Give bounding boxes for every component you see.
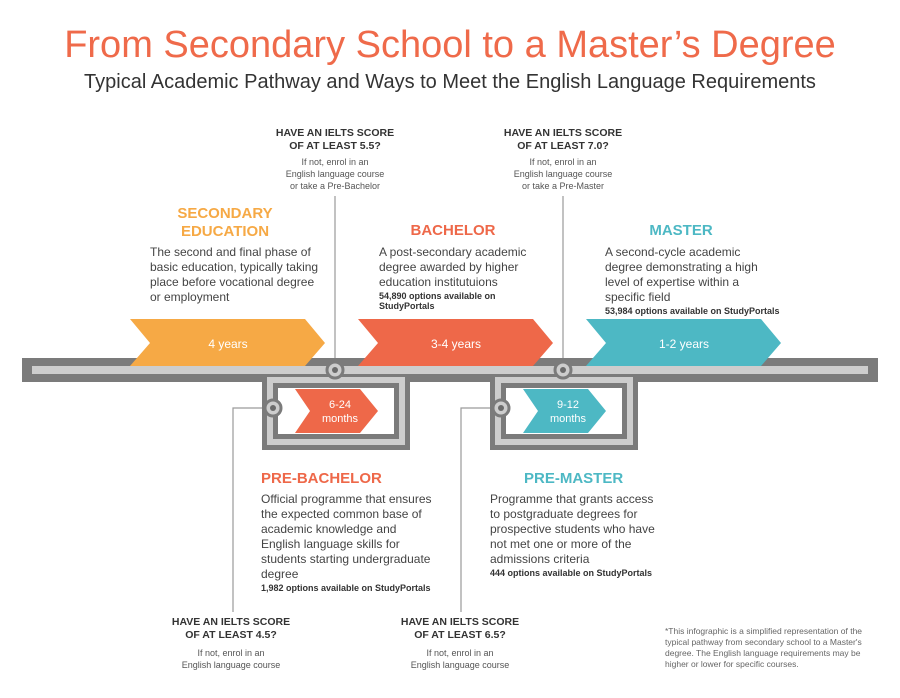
pre-bachelor-duration: 6-24 [329,399,351,411]
page-subtitle: Typical Academic Pathway and Ways to Mee… [84,71,816,93]
pre-master-heading: PRE-MASTER [524,470,624,487]
secondary-duration: 4 years [208,337,247,351]
bachelor-options-count: 54,890 options available on StudyPortals [379,291,496,311]
connector-line [232,407,262,612]
master-duration: 1-2 years [659,337,709,351]
pre-bachelor-arrow [295,389,378,433]
bachelor-heading: BACHELOR [410,222,496,239]
pre-bachelor-options-count: 1,982 options available on StudyPortals [261,583,431,593]
bachelor-info: A post-secondary academic degree awarded… [379,245,549,311]
pre-bachelor-heading: PRE-BACHELOR [261,470,382,487]
footnote: *This infographic is a simplified repres… [665,626,863,669]
pre-master-arrow [523,389,606,433]
pre-master-options-count: 444 options available on StudyPortals [490,568,653,578]
page-title: From Secondary School to a Master’s Degr… [64,24,836,66]
svg-text:months: months [550,413,587,425]
pre-bachelor-info: Official programme that ensures the expe… [261,492,432,593]
pre-master-info: Programme that grants access to postgrad… [490,492,662,578]
svg-text:months: months [322,413,359,425]
bachelor-duration: 3-4 years [431,337,481,351]
pre-master-duration: 9-12 [557,399,579,411]
master-arrow [586,319,781,366]
master-options-count: 53,984 options available on StudyPortals [605,306,780,316]
main-track-inner [32,366,868,374]
master-info: A second-cycle academic degree demonstra… [605,245,780,316]
connector-line [460,407,490,612]
secondary-description: The second and final phase of basic educ… [150,245,319,304]
master-heading: MASTER [649,222,713,239]
secondary-arrow [130,319,325,366]
bachelor-arrow [358,319,553,366]
